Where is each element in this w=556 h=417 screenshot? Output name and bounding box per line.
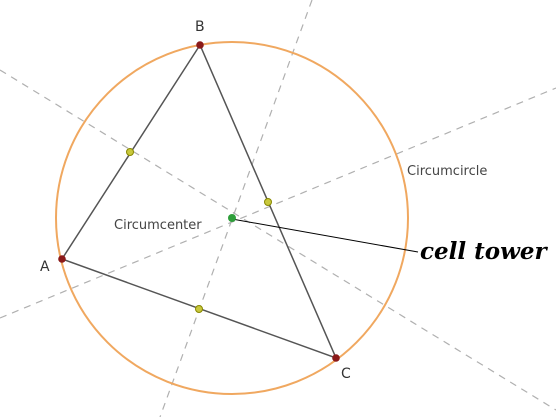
vertex-points <box>58 41 340 362</box>
circumcircle-label: Circumcircle <box>407 164 487 179</box>
circumcenter-label: Circumcenter <box>114 218 202 233</box>
vertex-label-c: C <box>341 366 351 382</box>
bisector-bc <box>0 87 556 319</box>
bisector-ab <box>0 69 556 411</box>
vertex-point-b <box>196 41 204 49</box>
cell-tower-label: cell tower <box>420 238 549 265</box>
midpoints <box>126 148 272 313</box>
bisector-ac <box>159 0 313 417</box>
vertex-label-b: B <box>195 19 205 35</box>
midpoint-ac <box>195 305 203 313</box>
circumcircle <box>55 41 409 395</box>
vertex-point-a <box>58 255 66 263</box>
vertex-point-c <box>332 354 340 362</box>
circumcenter-point <box>228 214 236 222</box>
midpoint-bc <box>264 198 272 206</box>
midpoint-ab <box>126 148 134 156</box>
vertex-label-a: A <box>40 259 50 275</box>
callout-line <box>231 218 419 253</box>
